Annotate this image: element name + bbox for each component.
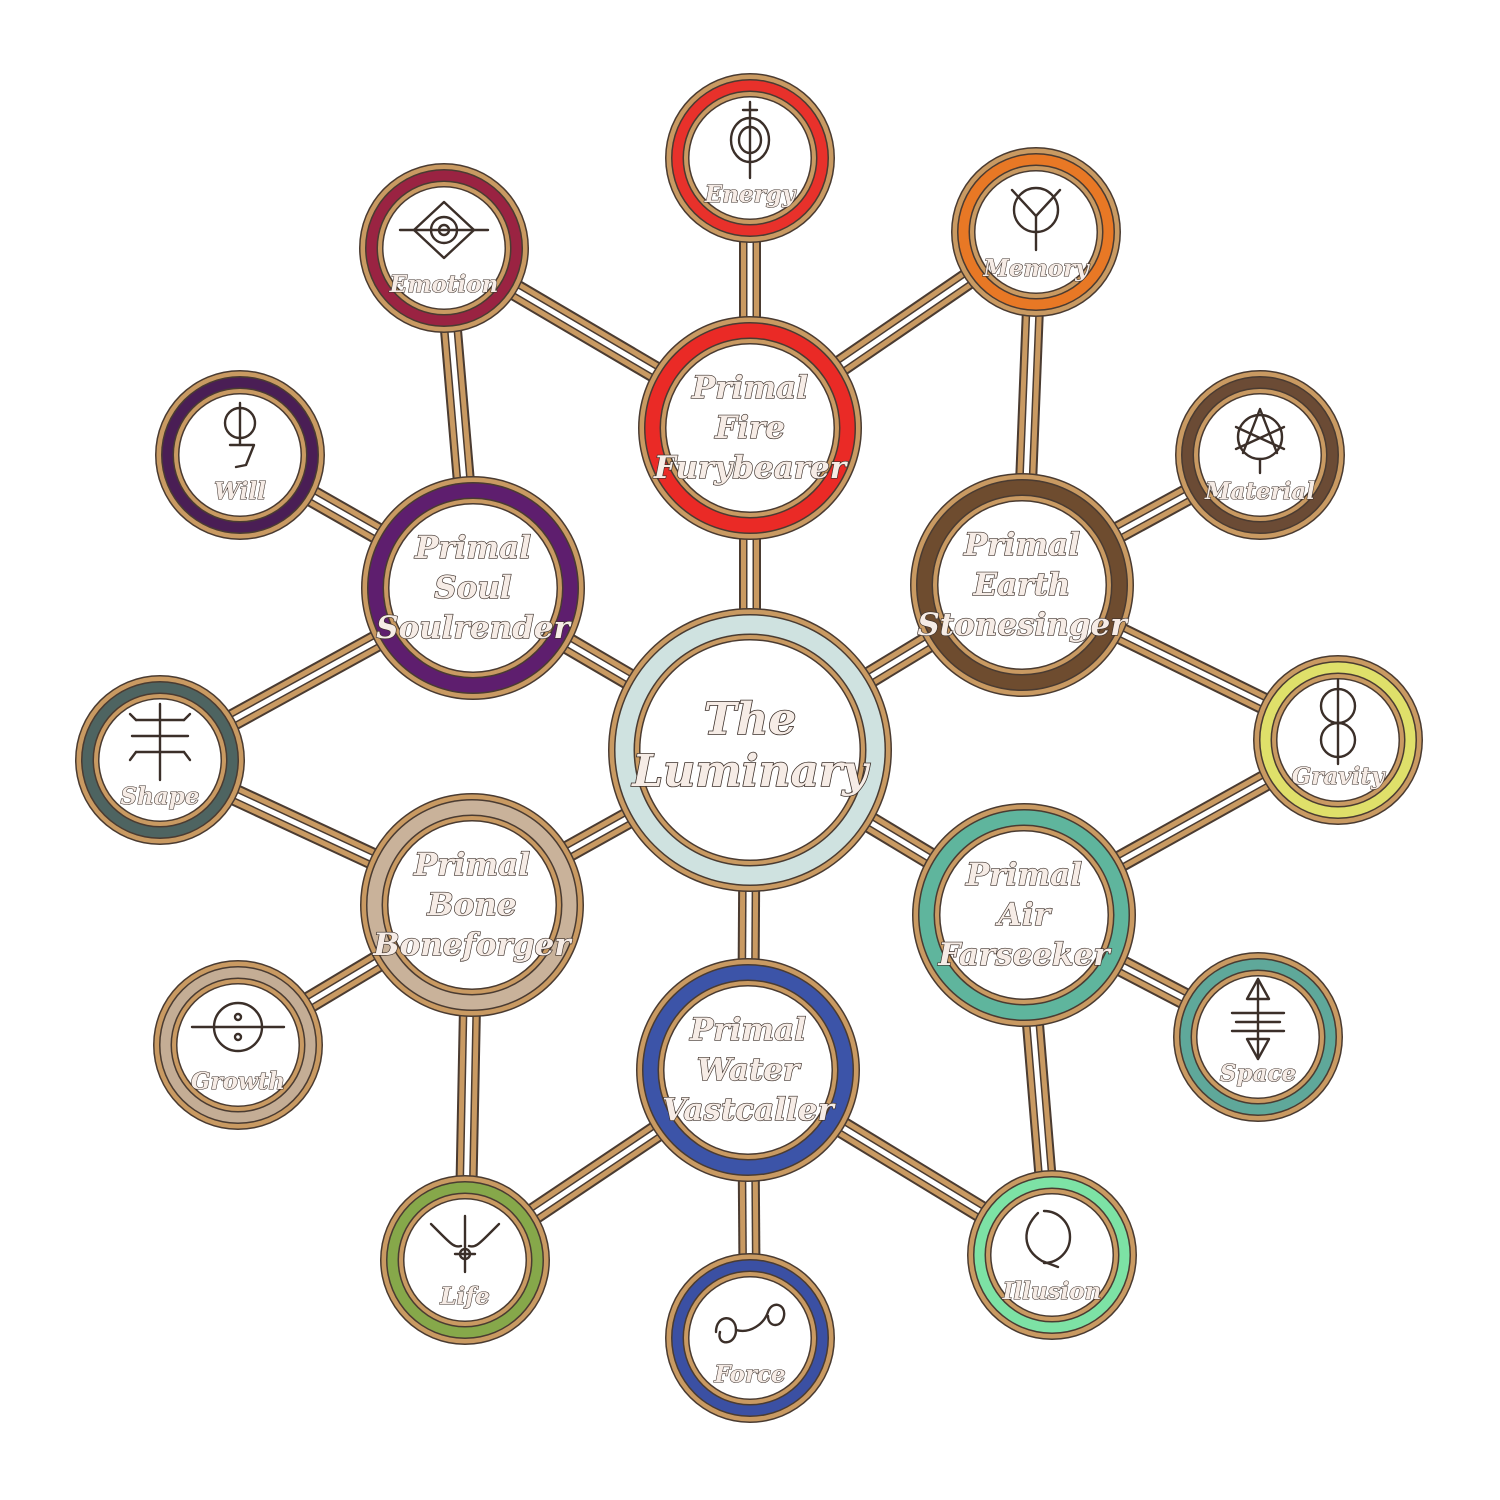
hub-fire-label-line-3: Furybearer	[653, 450, 849, 486]
aspect-growth-label: Growth	[191, 1068, 285, 1095]
aspect-illusion-label: Illusion	[1002, 1278, 1102, 1305]
force-sigil-icon	[714, 1303, 786, 1344]
aspect-emotion-label: Emotion	[389, 271, 499, 298]
aspect-node-force[interactable]: Force	[665, 1253, 835, 1423]
hub-earth-label-line-3: Stonesinger	[917, 607, 1129, 643]
aspect-memory-label: Memory	[982, 255, 1090, 282]
center-label-line-1: The	[704, 694, 797, 745]
hub-water-label-line-1: Primal	[689, 1012, 806, 1048]
emotion-sigil-icon	[398, 200, 490, 260]
aspect-force-label: Force	[713, 1361, 785, 1388]
aspect-node-space[interactable]: Space	[1173, 952, 1343, 1122]
space-sigil-icon	[1230, 977, 1286, 1061]
illusion-sigil-icon	[1025, 1209, 1072, 1269]
aspect-node-material[interactable]: Material	[1175, 370, 1345, 540]
hub-earth-label-line-2: Earth	[973, 567, 1071, 603]
hub-soul-label-line-3: Soulrender	[376, 610, 572, 646]
hub-soul-label-line-2: Soul	[434, 570, 511, 606]
aspect-node-energy[interactable]: Energy	[665, 73, 835, 243]
aspect-node-illusion[interactable]: Illusion	[967, 1170, 1137, 1340]
aspect-node-life[interactable]: Life	[380, 1175, 550, 1345]
gravity-sigil-icon	[1319, 678, 1357, 766]
memory-sigil-icon	[1010, 186, 1062, 252]
hub-soul-label-line-1: Primal	[414, 530, 531, 566]
hub-bone-label-line-3: Boneforger	[372, 927, 573, 963]
hub-fire-label-line-2: Fire	[714, 410, 785, 446]
shape-sigil-icon	[128, 702, 192, 782]
energy-sigil-icon	[729, 100, 771, 180]
aspect-energy-label: Energy	[704, 181, 797, 208]
aspect-gravity-label: Gravity	[1292, 763, 1386, 790]
aspect-node-shape[interactable]: Shape	[75, 675, 245, 845]
aspect-shape-label: Shape	[121, 783, 200, 810]
hub-air-label-line-3: Farseeker	[937, 937, 1112, 973]
hub-water-label-line-2: Water	[697, 1052, 802, 1088]
hub-earth-label-line-1: Primal	[963, 527, 1080, 563]
center-label-line-2: Luminary	[630, 746, 871, 797]
aspect-node-will[interactable]: Will	[155, 370, 325, 540]
hub-air-label-line-2: Air	[995, 897, 1053, 933]
hub-air-label-line-1: Primal	[965, 857, 1082, 893]
hub-fire-label-line-1: Primal	[691, 370, 808, 406]
aspect-space-label: Space	[1220, 1060, 1296, 1087]
hub-bone-label-line-2: Bone	[426, 887, 516, 923]
growth-sigil-icon	[190, 1001, 286, 1053]
aspect-node-emotion[interactable]: Emotion	[359, 163, 529, 333]
hub-water-label-line-3: Vastcaller	[662, 1092, 836, 1128]
aspect-life-label: Life	[439, 1283, 489, 1310]
node-layer: TheLuminaryPrimalFireFurybearerPrimalEar…	[75, 73, 1423, 1423]
material-sigil-icon	[1234, 407, 1286, 475]
aspect-node-growth[interactable]: Growth	[153, 960, 323, 1130]
aspect-node-memory[interactable]: Memory	[951, 147, 1121, 317]
life-sigil-icon	[429, 1214, 501, 1274]
hub-bone-label-line-1: Primal	[413, 847, 530, 883]
aspect-node-gravity[interactable]: Gravity	[1253, 655, 1423, 825]
aspect-material-label: Material	[1204, 478, 1315, 505]
aspect-will-label: Will	[214, 478, 266, 505]
will-sigil-icon	[223, 401, 257, 469]
